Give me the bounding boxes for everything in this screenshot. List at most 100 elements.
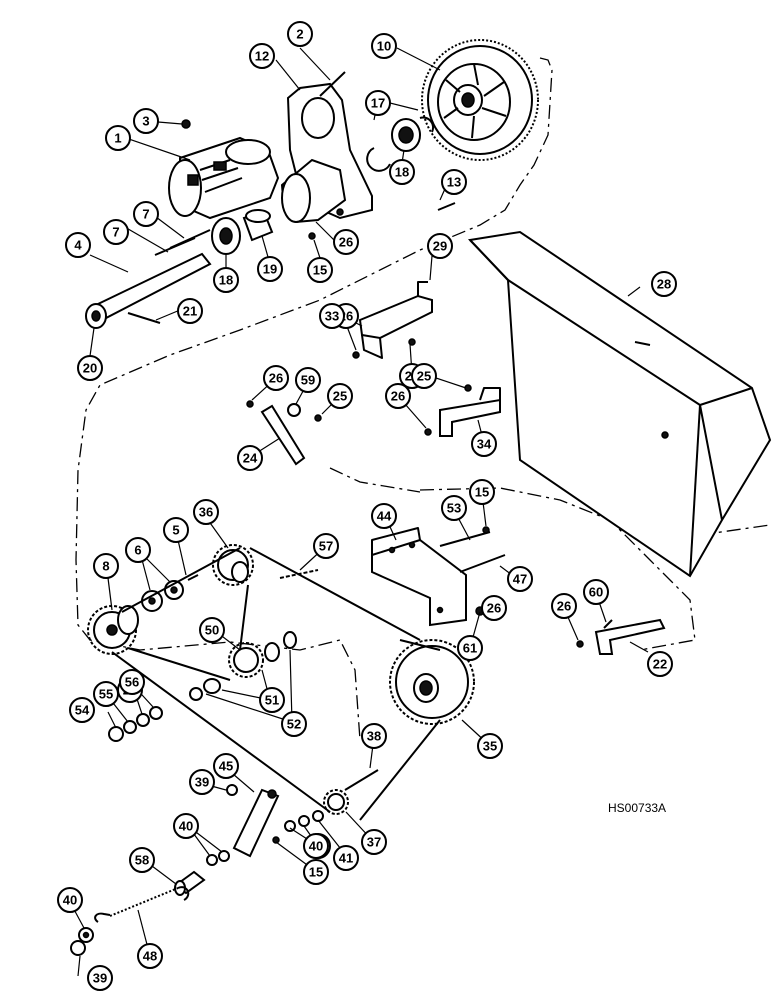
callout-26c: 26 xyxy=(385,383,411,409)
svg-text:6: 6 xyxy=(134,543,141,558)
svg-text:47: 47 xyxy=(513,572,527,587)
callout-54: 54 xyxy=(69,697,95,723)
svg-text:3: 3 xyxy=(142,114,149,129)
bearing-part-18-upper xyxy=(366,116,435,172)
callout-4: 4 xyxy=(65,232,91,258)
svg-text:12: 12 xyxy=(255,49,269,64)
svg-text:8: 8 xyxy=(102,559,109,574)
shield-part-28 xyxy=(467,230,772,578)
callout-26b: 26 xyxy=(263,365,289,391)
callout-7a: 7 xyxy=(103,219,129,245)
svg-text:58: 58 xyxy=(135,853,149,868)
bracket-part-33 xyxy=(352,281,433,359)
callout-41: 41 xyxy=(333,845,359,871)
svg-text:28: 28 xyxy=(657,277,671,292)
callout-8: 8 xyxy=(93,553,119,579)
callout-26a: 26 xyxy=(333,229,359,255)
callout-7b: 7 xyxy=(133,201,159,227)
svg-text:13: 13 xyxy=(447,175,461,190)
callout-39a: 39 xyxy=(189,769,215,795)
phantom-outline-3 xyxy=(329,467,421,493)
hardware-bottom xyxy=(70,927,94,956)
callout-59: 59 xyxy=(295,367,321,393)
callout-5: 5 xyxy=(163,517,189,543)
sprocket-part-50 xyxy=(189,631,297,701)
callout-17: 17 xyxy=(365,90,391,116)
svg-text:26: 26 xyxy=(269,371,283,386)
svg-text:4: 4 xyxy=(74,238,82,253)
svg-text:7: 7 xyxy=(142,207,149,222)
callout-13: 13 xyxy=(441,169,467,195)
svg-text:40: 40 xyxy=(63,893,77,908)
svg-text:26: 26 xyxy=(487,601,501,616)
svg-text:51: 51 xyxy=(265,693,279,708)
svg-text:15: 15 xyxy=(475,485,489,500)
callout-18b: 18 xyxy=(213,267,239,293)
svg-text:2: 2 xyxy=(296,27,303,42)
leader-lines xyxy=(69,47,649,977)
svg-text:25: 25 xyxy=(333,389,347,404)
callout-40c: 40 xyxy=(57,887,83,913)
svg-text:59: 59 xyxy=(301,373,315,388)
sprocket-part-35 xyxy=(389,639,475,725)
motor-part-1 xyxy=(168,136,280,220)
callout-24: 24 xyxy=(237,445,263,471)
svg-text:21: 21 xyxy=(183,304,197,319)
callout-34: 34 xyxy=(471,431,497,457)
svg-text:22: 22 xyxy=(653,657,667,672)
callout-33: 33 xyxy=(319,303,345,329)
svg-text:52: 52 xyxy=(287,717,301,732)
svg-text:39: 39 xyxy=(93,971,107,986)
svg-text:24: 24 xyxy=(243,451,258,466)
callout-48: 48 xyxy=(137,943,163,969)
callout-28: 28 xyxy=(651,271,677,297)
svg-text:19: 19 xyxy=(263,262,277,277)
callout-52: 52 xyxy=(281,711,307,737)
callout-57: 57 xyxy=(313,533,339,559)
callout-47: 47 xyxy=(507,566,533,592)
callout-21: 21 xyxy=(177,298,203,324)
svg-text:18: 18 xyxy=(219,273,233,288)
callout-15b: 15 xyxy=(469,479,495,505)
callout-58: 58 xyxy=(129,847,155,873)
bracket-part-34 xyxy=(424,384,501,437)
callout-35: 35 xyxy=(477,733,503,759)
sprocket-part-36 xyxy=(212,544,254,586)
callout-20: 20 xyxy=(77,355,103,381)
shaft-part-4 xyxy=(85,229,212,329)
callout-22: 22 xyxy=(647,651,673,677)
svg-text:1: 1 xyxy=(114,131,121,146)
bracket-part-22 xyxy=(576,618,666,655)
svg-text:34: 34 xyxy=(477,437,492,452)
svg-text:10: 10 xyxy=(377,39,391,54)
callout-40d: 40 xyxy=(303,833,329,859)
svg-text:44: 44 xyxy=(377,509,392,524)
svg-text:56: 56 xyxy=(125,675,139,690)
svg-text:37: 37 xyxy=(367,835,381,850)
callout-55: 55 xyxy=(93,681,119,707)
svg-text:7: 7 xyxy=(112,225,119,240)
svg-text:61: 61 xyxy=(463,641,477,656)
svg-text:26: 26 xyxy=(339,235,353,250)
tube-part-58 xyxy=(174,870,206,896)
svg-text:40: 40 xyxy=(309,839,323,854)
callout-2: 2 xyxy=(287,21,313,47)
phantom-outline-2 xyxy=(419,487,696,651)
callout-10: 10 xyxy=(371,33,397,59)
svg-text:33: 33 xyxy=(325,309,339,324)
washers-part-6 xyxy=(141,574,199,612)
svg-text:39: 39 xyxy=(195,775,209,790)
svg-text:55: 55 xyxy=(99,687,113,702)
callout-1: 1 xyxy=(105,125,131,151)
svg-text:54: 54 xyxy=(75,703,90,718)
svg-text:17: 17 xyxy=(371,96,385,111)
svg-text:25: 25 xyxy=(417,369,431,384)
callout-39b: 39 xyxy=(87,965,113,991)
reference-code: HS00733A xyxy=(608,801,666,815)
svg-text:15: 15 xyxy=(313,263,327,278)
callout-40a: 40 xyxy=(173,813,199,839)
callout-18a: 18 xyxy=(389,159,415,185)
svg-text:35: 35 xyxy=(483,739,497,754)
callout-3: 3 xyxy=(133,108,159,134)
chains xyxy=(111,547,441,821)
